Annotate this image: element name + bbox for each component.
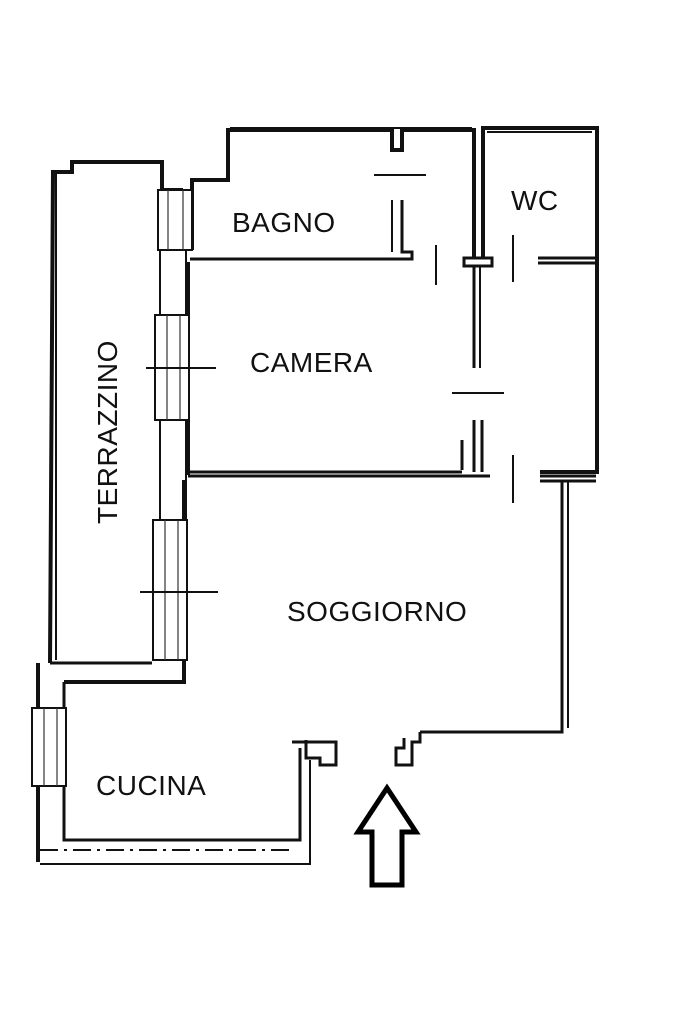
room-label-terrazzino: TERRAZZINO: [92, 340, 123, 524]
wc-walls: [462, 126, 599, 474]
windows: [31, 189, 218, 787]
room-label-cucina: CUCINA: [96, 770, 206, 801]
room-label-camera: CAMERA: [250, 347, 373, 378]
bedroom-walls: [186, 262, 596, 503]
bathroom-walls: [190, 127, 476, 285]
room-label-soggiorno: SOGGIORNO: [287, 596, 467, 627]
window-cucina: [31, 707, 67, 787]
kitchen-walls: [36, 663, 338, 865]
entrance-jamb: [394, 732, 422, 767]
window-soggiorno: [152, 519, 188, 661]
up-arrow-icon: [353, 783, 421, 888]
room-label-bagno: BAGNO: [232, 207, 336, 238]
room-label-wc: WC: [511, 185, 559, 216]
window-bagno: [157, 189, 193, 251]
